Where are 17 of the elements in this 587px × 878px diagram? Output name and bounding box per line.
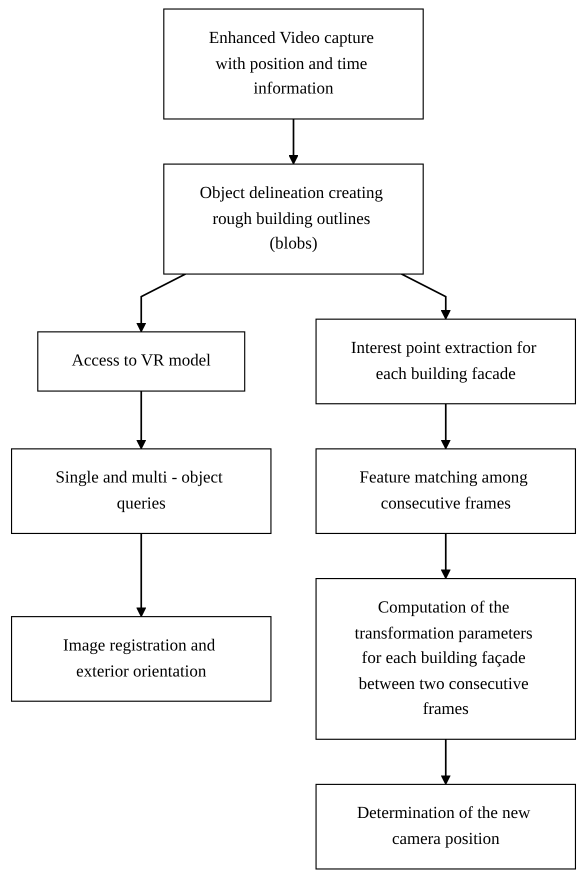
node-box: Object delineation creating rough building outlines (blobs) (163, 164, 424, 275)
node-box: Access to VR model (37, 331, 246, 392)
arrow (288, 118, 298, 165)
node-box: Computation of the transformation parameters for each building façade between two consecutive frames (316, 578, 576, 740)
arrow (401, 273, 451, 320)
node-box: Image registration and exterior orientation (10, 616, 272, 702)
node-box: Single and multi - object queries (10, 448, 272, 534)
node-box: Enhanced Video capture with position and time information (163, 8, 424, 120)
node-box: Determination of the new camera position (316, 784, 576, 870)
arrow (136, 533, 146, 618)
node-box: Feature matching among consecutive frames (316, 448, 576, 534)
arrow (440, 533, 451, 580)
arrow (136, 391, 146, 450)
arrow (440, 739, 451, 785)
node-box: Interest point extraction for each building facade (316, 318, 576, 404)
arrow (440, 404, 451, 450)
arrow (136, 273, 186, 332)
